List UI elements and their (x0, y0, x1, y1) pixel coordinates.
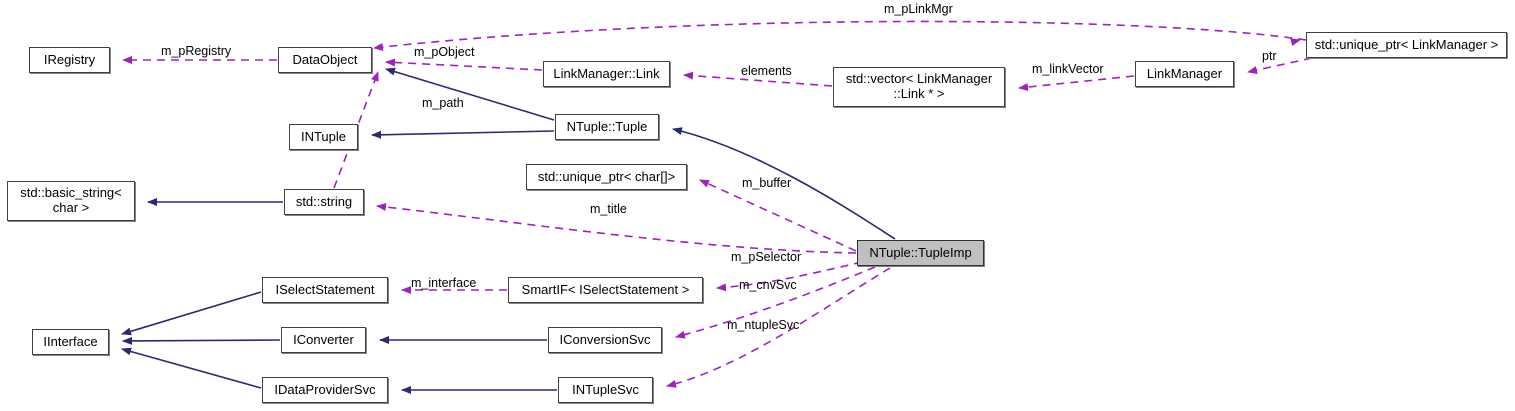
edge-m_title (376, 203, 857, 254)
class-node-uniqueptrchar[interactable]: std::unique_ptr< char[]> (526, 164, 687, 190)
edge-ptr (1247, 57, 1313, 74)
edge-label-lbl-pobject: m_pObject (414, 45, 475, 59)
edge-m_pObject (385, 58, 543, 71)
class-node-lmlink[interactable]: LinkManager::Link (543, 61, 670, 87)
edge-label-lbl-ntuplesvc: m_ntupleSvc (727, 318, 800, 332)
edge-inherit-iselect-iinterface (121, 291, 262, 336)
class-node-vectorlink[interactable]: std::vector< LinkManager ::Link * > (833, 67, 1005, 107)
class-node-iregistry[interactable]: IRegistry (29, 47, 110, 73)
edge-inherit-tupleimp-tuple (672, 127, 896, 240)
edge-label-lbl-title: m_title (590, 202, 627, 216)
edge-m_cnvSvc (675, 266, 876, 339)
edge-ptr-up (1290, 38, 1301, 46)
class-node-linkmanager[interactable]: LinkManager (1135, 61, 1234, 87)
class-node-iselectstmt[interactable]: ISelectStatement (262, 277, 388, 303)
edge-m_pSelector (716, 261, 863, 292)
edge-inherit-tuple-intuple (371, 130, 555, 139)
edge-m_pLinkMgr (373, 20, 1307, 51)
class-node-smartif[interactable]: SmartIF< ISelectStatement > (508, 277, 703, 303)
edge-label-lbl-linkvector: m_linkVector (1032, 62, 1104, 76)
edge-label-lbl-path: m_path (422, 96, 464, 110)
class-node-tupleimp[interactable]: NTuple::TupleImp (857, 240, 984, 266)
class-node-ntupletuple[interactable]: NTuple::Tuple (555, 114, 659, 140)
edge-inherit-tuple-dataobject (385, 67, 555, 121)
class-node-iinterface[interactable]: IInterface (32, 329, 109, 355)
class-node-iconverter[interactable]: IConverter (281, 327, 366, 353)
edge-label-lbl-buffer: m_buffer (742, 176, 792, 190)
class-node-iconversionsvc[interactable]: IConversionSvc (548, 327, 662, 353)
class-node-intuple[interactable]: INTuple (289, 124, 358, 150)
edge-m_linkVector (1018, 75, 1135, 92)
edge-m_buffer (699, 179, 857, 252)
edge-label-lbl-pregistry: m_pRegistry (161, 44, 232, 58)
edge-inherit-iconverter-iinterf (122, 336, 281, 345)
edge-label-lbl-cnvsvc: m_cnvSvc (739, 278, 797, 292)
edge-label-lbl-interface: m_interface (411, 276, 477, 290)
edge-elements (683, 71, 833, 87)
class-node-uniqueptrlm[interactable]: std::unique_ptr< LinkManager > (1306, 32, 1507, 58)
edge-label-lbl-pselector: m_pSelector (731, 250, 802, 264)
class-node-basicstring[interactable]: std::basic_string< char > (7, 181, 135, 221)
edge-inherit-idataprov-iinterf (121, 347, 262, 389)
class-node-idataprovider[interactable]: IDataProviderSvc (262, 377, 388, 403)
edge-label-lbl-elements: elements (741, 64, 792, 78)
edge-label-lbl-ptr: ptr (1262, 49, 1277, 63)
edge-m_ntupleSvc (666, 267, 891, 388)
edge-label-lbl-plinkmgr: m_pLinkMgr (884, 2, 953, 16)
class-node-intuplesvc[interactable]: INTupleSvc (558, 377, 653, 403)
class-node-stdstring[interactable]: std::string (284, 189, 364, 215)
class-node-dataobject[interactable]: DataObject (278, 47, 372, 73)
